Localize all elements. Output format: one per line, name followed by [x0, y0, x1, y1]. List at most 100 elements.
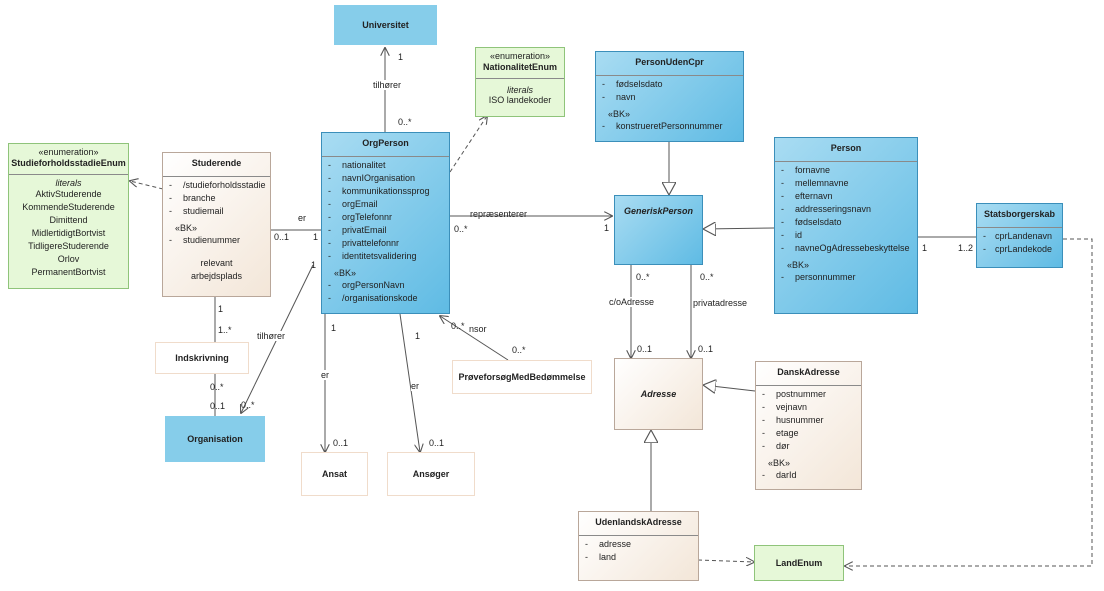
dep-studieforhold-enum[interactable]: [130, 181, 164, 190]
class-studerende-title: Studerende: [191, 158, 242, 168]
attr-efternavn: efternavn: [775, 190, 917, 203]
class-studerende[interactable]: Studerende /studieforholdsstadie branche…: [162, 152, 271, 297]
assoc-er-ansoeger[interactable]: [399, 313, 420, 452]
label-c-o-adresse: c/oAdresse: [609, 297, 655, 307]
class-adresse-title: Adresse: [640, 389, 677, 399]
label-nsor-0n-a: 0..*: [451, 321, 465, 331]
class-ansoeger[interactable]: Ansøger: [387, 452, 475, 496]
class-statsborgerskab[interactable]: Statsborgerskab cprLandenavn cprLandekod…: [976, 203, 1063, 268]
label-co-01: 0..1: [637, 344, 653, 354]
label-pa-0n: 0..*: [700, 272, 714, 282]
attr-nationalitet: nationalitet: [322, 159, 449, 172]
attr-organisationskode: /organisationskode: [322, 292, 449, 305]
label-ind-01: 0..1: [210, 401, 226, 411]
attr-konstrueret-personnummer: konstrueretPersonnummer: [596, 120, 743, 133]
dep-udenlandsk-landenum[interactable]: [697, 560, 754, 562]
label-nsor: nsor: [469, 324, 487, 334]
attr-privattelefonnr: privattelefonnr: [322, 237, 449, 250]
gen-person[interactable]: [703, 228, 775, 229]
attr-org-telefonnr: orgTelefonnr: [322, 211, 449, 224]
attr-land: land: [579, 551, 698, 564]
literal-tidligere: TidligereStuderende: [28, 241, 109, 251]
attr-studiemail: studiemail: [163, 205, 270, 218]
label-tilhoerer-left: tilhører: [257, 331, 286, 341]
attr-cpr-landenavn: cprLandenavn: [977, 230, 1062, 243]
literal-permanent: PermanentBortvist: [31, 267, 106, 277]
gen-danskadresse[interactable]: [703, 385, 756, 391]
enum-nationalitet[interactable]: «enumeration» NationalitetEnum literals …: [475, 47, 565, 117]
class-dansk-adresse[interactable]: DanskAdresse postnummer vejnavn husnumme…: [755, 361, 862, 490]
class-adresse[interactable]: Adresse: [614, 358, 703, 430]
bk-label: «BK»: [608, 109, 631, 119]
enum-nationalitet-literals-label: literals: [506, 85, 533, 95]
class-ansat-title: Ansat: [321, 469, 347, 479]
attr-fornavne: fornavne: [775, 164, 917, 177]
attr-etage: etage: [756, 427, 861, 440]
attr-foedselsdato: fødselsdato: [775, 216, 917, 229]
class-universitet-title: Universitet: [362, 20, 409, 30]
dep-statsborgerskab-landenum[interactable]: [845, 238, 1093, 566]
class-land-enum-title: LandEnum: [775, 558, 823, 568]
label-stud-1: 1: [218, 304, 224, 314]
class-person-uden-cpr[interactable]: PersonUdenCpr fødselsdato navn «BK» kons…: [595, 51, 744, 142]
label-er-ansat: er: [321, 370, 330, 380]
label-ind-1n: 1..*: [218, 325, 232, 335]
class-organisation-title: Organisation: [187, 434, 243, 444]
literal-kommende: KommendeStuderende: [22, 202, 115, 212]
class-indskrivning[interactable]: Indskrivning: [155, 342, 249, 374]
literal-aktiv: AktivStuderende: [35, 189, 102, 199]
class-organisation[interactable]: Organisation: [165, 416, 265, 462]
attr-identitetsvalidering: identitetsvalidering: [322, 250, 449, 263]
assoc-nsor[interactable]: [440, 316, 509, 361]
attr-studienummer: studienummer: [163, 234, 270, 247]
class-universitet[interactable]: Universitet: [334, 5, 437, 45]
label-rep-0n: 0..*: [454, 224, 468, 234]
enum-studieforhold-stereotype: «enumeration»: [38, 147, 99, 157]
class-land-enum[interactable]: LandEnum: [754, 545, 844, 581]
class-udenlandsk-adresse-title: UdenlandskAdresse: [595, 517, 682, 527]
label-repraesenterer: repræsenterer: [470, 209, 528, 219]
literal-orlov: Orlov: [57, 254, 80, 264]
class-person-title: Person: [830, 143, 862, 153]
label-ansat-01: 0..1: [333, 438, 349, 448]
label-tilhoerer-top: tilhører: [373, 80, 402, 90]
class-dansk-adresse-title: DanskAdresse: [777, 367, 840, 377]
class-proevefoersoeg[interactable]: PrøveforsøgMedBedømmelse: [452, 360, 592, 394]
enum-nationalitet-stereotype: «enumeration»: [489, 51, 551, 61]
note-arbejdsplads: arbejdsplads: [190, 271, 243, 281]
label-ansoeger-1: 1: [415, 331, 421, 341]
bk-label: «BK»: [175, 223, 198, 233]
class-ansat[interactable]: Ansat: [301, 452, 368, 496]
label-uni-0n: 0..*: [398, 117, 412, 127]
class-person-uden-cpr-title: PersonUdenCpr: [635, 57, 704, 67]
literal-midlertidigt: MidlertidigtBortvist: [31, 228, 106, 238]
attr-personnummer: personnummer: [775, 271, 917, 284]
class-proevefoersoeg-title: PrøveforsøgMedBedømmelse: [458, 372, 586, 382]
class-statsborgerskab-title: Statsborgerskab: [983, 209, 1056, 219]
class-generisk-person-title: GeneriskPerson: [623, 206, 694, 216]
bk-label: «BK»: [334, 268, 357, 278]
enum-nationalitet-literal: ISO landekoder: [488, 95, 552, 105]
attr-navn-i-organisation: navnIOrganisation: [322, 172, 449, 185]
class-ansoeger-title: Ansøger: [412, 469, 450, 479]
attr-addresseringsnavn: addresseringsnavn: [775, 203, 917, 216]
class-indskrivning-title: Indskrivning: [175, 353, 229, 363]
class-generisk-person[interactable]: GeneriskPerson: [614, 195, 703, 265]
attr-privat-email: privatEmail: [322, 224, 449, 237]
attr-doer: dør: [756, 440, 861, 453]
attr-dar-id: darId: [756, 469, 861, 482]
class-org-person[interactable]: OrgPerson nationalitet navnIOrganisation…: [321, 132, 450, 314]
label-ind-0n: 0..*: [210, 382, 224, 392]
attr-navne-og-adressebeskyttelse: navneOgAdressebeskyttelse: [775, 242, 917, 255]
enum-studieforhold-literals-label: literals: [55, 178, 82, 188]
class-udenlandsk-adresse[interactable]: UdenlandskAdresse adresse land: [578, 511, 699, 581]
class-person[interactable]: Person fornavne mellemnavne efternavn ad…: [774, 137, 918, 314]
label-uni-1: 1: [398, 52, 404, 62]
label-ansoeger-01: 0..1: [429, 438, 445, 448]
note-relevant: relevant: [200, 258, 233, 268]
label-privatadresse: privatadresse: [693, 298, 748, 308]
label-er-ansoeger: er: [411, 381, 420, 391]
attr-kommunikationssprog: kommunikationssprog: [322, 185, 449, 198]
enum-studieforholdsstadie[interactable]: «enumeration» StudieforholdsstadieEnum l…: [8, 143, 129, 289]
dep-nationalitet-enum[interactable]: [449, 116, 487, 173]
